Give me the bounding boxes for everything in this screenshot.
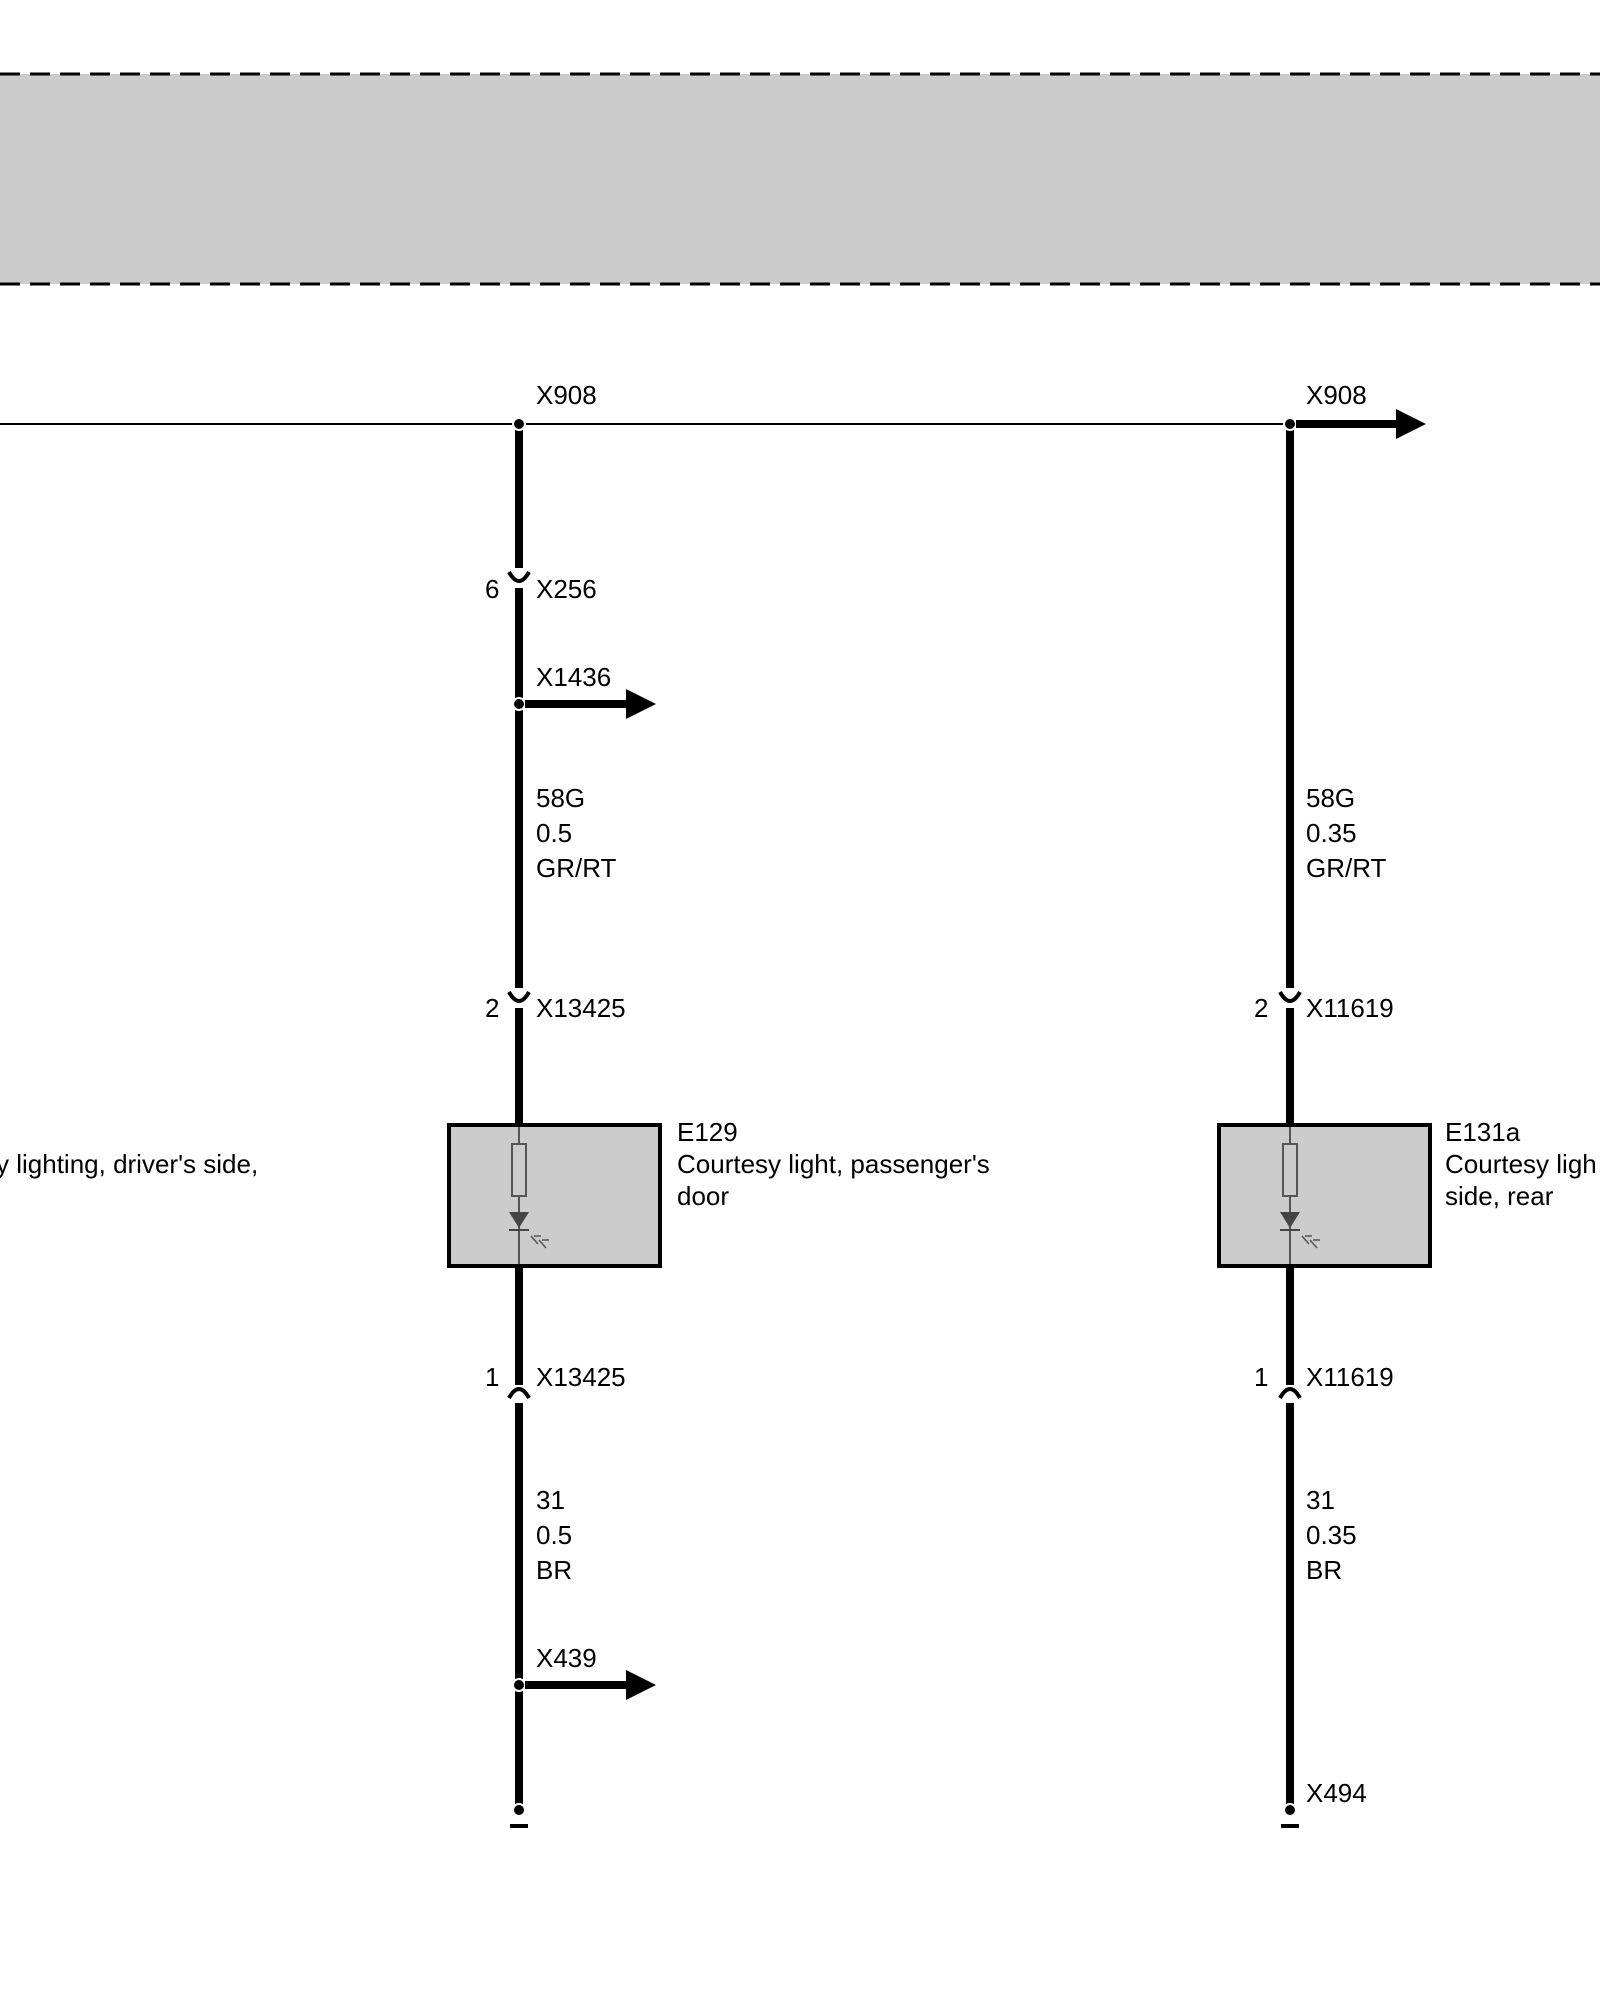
- label-x1436: X1436: [536, 662, 611, 692]
- x1436-arrow-icon: [525, 689, 656, 719]
- left-upper-wire-size: 0.5: [536, 818, 572, 848]
- module-band: [0, 74, 1600, 284]
- x439-splice-dot: [512, 1678, 526, 1692]
- label-x439: X439: [536, 1643, 597, 1673]
- x908-arrow-icon: [1296, 409, 1426, 439]
- right-lower-wire-color: BR: [1306, 1555, 1342, 1585]
- x1436-splice-dot: [512, 697, 526, 711]
- e131a-name-line1: Courtesy ligh: [1445, 1149, 1597, 1179]
- x256-connector-symbol: [507, 570, 531, 583]
- label-x256-pin: 6: [485, 574, 499, 604]
- x13425-upper-connector-symbol: [507, 990, 531, 1003]
- e129-id: E129: [677, 1117, 738, 1147]
- e129-component-box: [447, 1123, 662, 1268]
- right-upper-wire-color: GR/RT: [1306, 853, 1387, 883]
- left-ground-dot: [512, 1803, 526, 1817]
- left-lower-wire-signal: 31: [536, 1485, 565, 1515]
- right-lower-wire-size: 0.35: [1306, 1520, 1357, 1550]
- e129-name-line2: door: [677, 1181, 729, 1211]
- right-upper-wire-size: 0.35: [1306, 818, 1357, 848]
- x439-arrow-icon: [525, 1670, 656, 1700]
- label-x11619-lower: X11619: [1306, 1362, 1394, 1392]
- right-upper-wire-signal: 58G: [1306, 783, 1355, 813]
- label-x908-right: X908: [1306, 380, 1367, 410]
- left-upper-wire-color: GR/RT: [536, 853, 617, 883]
- label-x11619-upper-pin: 2: [1254, 993, 1268, 1023]
- label-x13425-upper: X13425: [536, 993, 626, 1023]
- label-x13425-lower-pin: 1: [485, 1362, 499, 1392]
- x13425-lower-connector-symbol: [507, 1387, 531, 1400]
- label-x494: X494: [1306, 1778, 1367, 1808]
- x494-ground-dot: [1283, 1803, 1297, 1817]
- label-x908-left: X908: [536, 380, 597, 410]
- label-x256: X256: [536, 574, 597, 604]
- e131a-component-box: [1217, 1123, 1432, 1268]
- x908-right-splice-dot: [1283, 417, 1297, 431]
- x11619-lower-connector-symbol: [1278, 1387, 1302, 1400]
- left-upper-wire-signal: 58G: [536, 783, 585, 813]
- led-symbol-icon: [509, 1127, 549, 1264]
- label-x11619-upper: X11619: [1306, 993, 1394, 1023]
- label-x13425-lower: X13425: [536, 1362, 626, 1392]
- left-lower-wire-color: BR: [536, 1555, 572, 1585]
- x11619-upper-connector-symbol: [1278, 990, 1302, 1003]
- led-symbol-icon: [1280, 1127, 1320, 1264]
- label-x11619-lower-pin: 1: [1254, 1362, 1268, 1392]
- e131a-name-line2: side, rear: [1445, 1181, 1554, 1211]
- e131a-id: E131a: [1445, 1117, 1521, 1147]
- offpage-component-label: y lighting, driver's side,: [0, 1149, 258, 1179]
- label-x13425-upper-pin: 2: [485, 993, 499, 1023]
- x908-splice-dot: [512, 417, 526, 431]
- right-lower-wire-signal: 31: [1306, 1485, 1335, 1515]
- e129-name-line1: Courtesy light, passenger's: [677, 1149, 990, 1179]
- left-lower-wire-size: 0.5: [536, 1520, 572, 1550]
